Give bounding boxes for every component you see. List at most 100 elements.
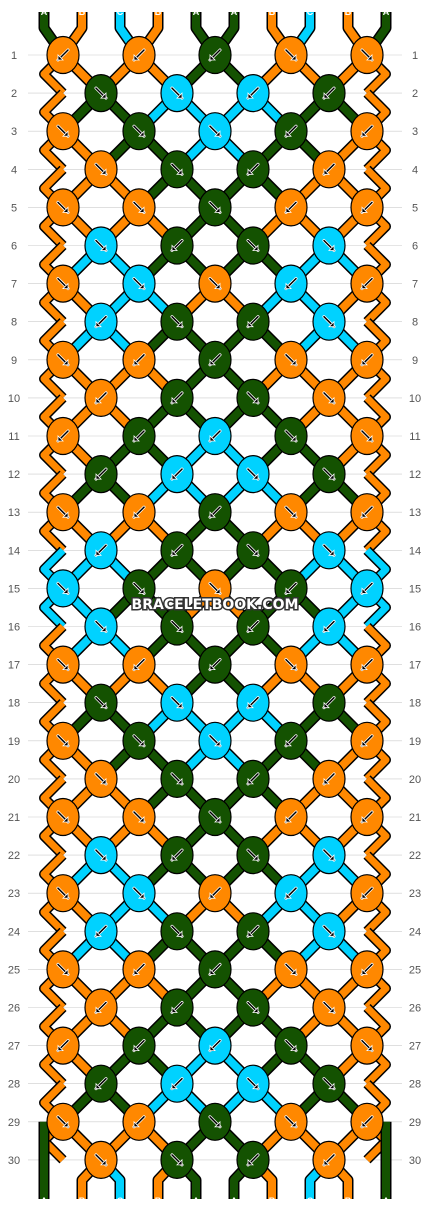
row-number-right: 9 (412, 355, 418, 367)
knot (46, 721, 80, 760)
knot-arrow-head (95, 549, 102, 556)
row-number-right: 21 (409, 812, 421, 824)
knot-arrow-head (138, 587, 145, 594)
knot (350, 493, 384, 532)
knot (198, 569, 232, 608)
knot (236, 73, 270, 113)
knot (312, 150, 346, 189)
knot-arrow-head (361, 892, 368, 899)
knot-arrow-head (62, 130, 69, 137)
row-number-left: 3 (11, 126, 17, 138)
knot (350, 188, 384, 227)
knot-arrow-head (214, 739, 221, 747)
knot (274, 645, 308, 684)
knot (312, 683, 346, 722)
watermark-text: BRACELETBOOK.COM (132, 597, 299, 613)
knot-arrow-head (252, 1082, 259, 1090)
knot (274, 264, 308, 303)
knot (236, 226, 270, 265)
knot-arrow-head (252, 1006, 259, 1013)
knot-arrow-head (62, 663, 69, 670)
knot (350, 1026, 384, 1065)
knot-arrow-head (252, 473, 259, 480)
knot-arrow-head (62, 358, 69, 366)
knot (312, 912, 346, 951)
knot (160, 835, 194, 875)
knot-arrow-head (328, 320, 335, 328)
knot (160, 302, 194, 341)
knot (122, 340, 156, 379)
knot (160, 683, 194, 722)
knot (122, 416, 156, 456)
knot-arrow-head (176, 930, 183, 937)
knot (122, 950, 156, 989)
knot-arrow-head (100, 92, 107, 99)
knot (350, 950, 384, 989)
knot (350, 1102, 384, 1141)
row-number-left: 15 (8, 583, 20, 595)
knot (274, 721, 308, 760)
knot-arrow-head (361, 816, 368, 823)
knot-arrow-head (361, 587, 368, 594)
row-number-left: 19 (8, 736, 20, 748)
row-number-left: 20 (8, 774, 20, 786)
row-number-left: 2 (11, 88, 17, 100)
knot (312, 759, 346, 799)
knot (198, 188, 232, 227)
knot (84, 835, 118, 875)
knot-arrow-head (361, 130, 368, 137)
knot-arrow-head (290, 663, 297, 670)
knot-arrow-head (214, 816, 221, 823)
knot (198, 950, 232, 989)
row-number-right: 28 (409, 1079, 421, 1091)
knot-arrow-head (323, 168, 330, 175)
knot-arrow-head (133, 54, 140, 61)
knot (122, 569, 156, 608)
knot-arrow-head (290, 1120, 297, 1128)
knot-arrow-head (247, 777, 254, 785)
knot (46, 569, 80, 608)
knot (350, 264, 384, 303)
knot-arrow-head (62, 892, 69, 899)
knot (122, 1026, 156, 1065)
row-number-right: 3 (412, 126, 418, 138)
knot-arrow-head (328, 549, 335, 556)
knot (122, 112, 156, 151)
knot (84, 455, 118, 494)
row-number-left: 1 (11, 50, 17, 62)
knot-arrow-head (285, 282, 292, 290)
knot-arrow-head (95, 396, 102, 404)
knot-arrow-head (285, 892, 292, 899)
knot-arrow-head (133, 435, 140, 442)
row-number-left: 11 (8, 431, 19, 443)
row-number-left: 22 (8, 850, 20, 862)
knot-arrow-head (328, 854, 335, 861)
knot-arrow-head (57, 54, 64, 61)
knot-arrow-head (247, 625, 254, 632)
knot-arrow-head (214, 206, 221, 213)
knot-arrow-head (328, 1006, 335, 1013)
knot (160, 378, 194, 417)
knot (236, 1140, 270, 1180)
knot-arrow-head (361, 206, 368, 213)
knot (160, 150, 194, 189)
row-number-left: 16 (8, 622, 20, 634)
knot-arrow-head (323, 701, 330, 709)
string-label: A (383, 7, 390, 17)
knot-arrow-head (328, 396, 335, 404)
knot (274, 112, 308, 151)
row-number-right: 2 (412, 88, 418, 100)
knot-arrow-head (209, 968, 216, 975)
knot-arrow-head (133, 1044, 140, 1051)
knot (46, 1026, 80, 1065)
knot-arrow-head (100, 1158, 107, 1166)
row-number-left: 30 (8, 1155, 20, 1167)
knot-arrow-head (100, 854, 107, 861)
string-label: B (155, 7, 162, 17)
row-number-left: 6 (11, 241, 17, 253)
row-number-left: 24 (8, 926, 20, 938)
knot (122, 645, 156, 684)
knot-arrow-head (62, 968, 69, 975)
knot-arrow-head (361, 968, 368, 975)
